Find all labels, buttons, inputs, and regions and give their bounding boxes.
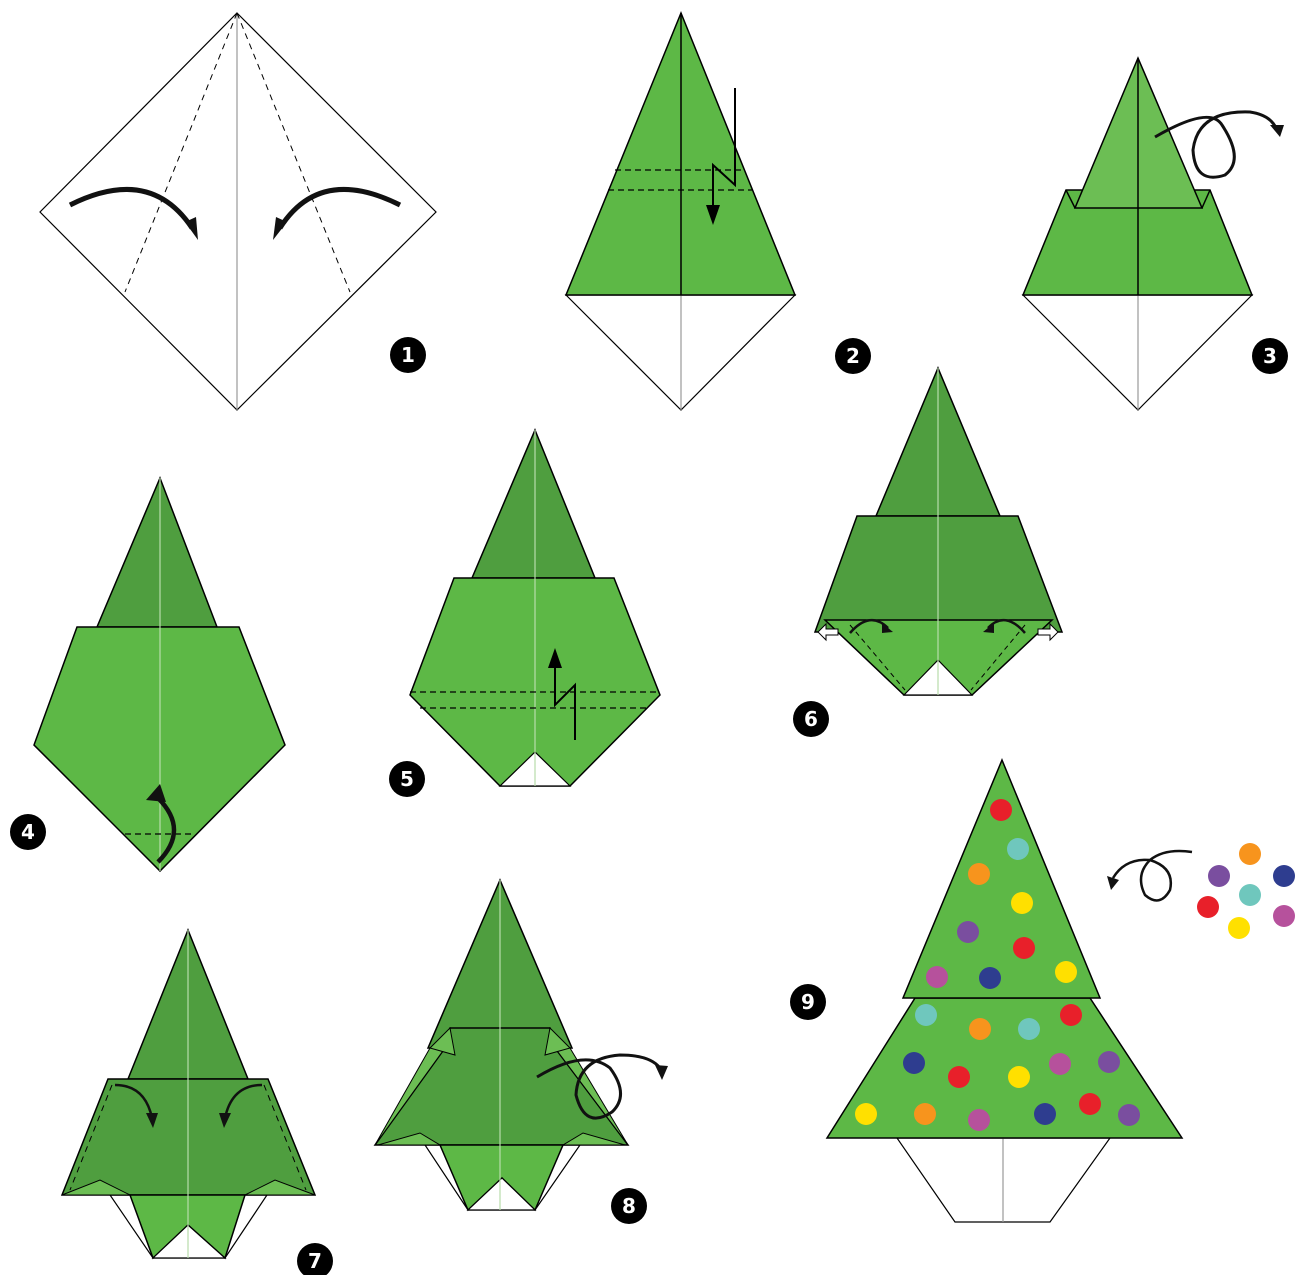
ornament-dot: [1228, 917, 1250, 939]
ornament-dot: [969, 1018, 991, 1040]
ornament-dot: [855, 1103, 877, 1125]
ornament-dot: [1018, 1018, 1040, 1040]
ornament-dot: [968, 863, 990, 885]
step-2-figure: [566, 13, 795, 410]
ornament-dot: [1007, 838, 1029, 860]
ornament-dot: [914, 1103, 936, 1125]
ornament-dot: [979, 967, 1001, 989]
step-number: 9: [801, 990, 815, 1014]
step-8-figure: [375, 880, 668, 1210]
step-7-figure: [62, 930, 315, 1258]
ornament-dot: [957, 921, 979, 943]
step-3-figure: [1023, 58, 1284, 410]
ornament-dot: [1034, 1103, 1056, 1125]
ornament-dot: [1098, 1051, 1120, 1073]
ornament-dot: [926, 966, 948, 988]
step-1-badge: 1: [390, 337, 426, 373]
step-4-badge: 4: [10, 814, 46, 850]
step-7-badge: 7: [297, 1243, 333, 1275]
step-number: 8: [622, 1194, 636, 1218]
step-number: 1: [401, 343, 415, 367]
ornament-dot: [1049, 1053, 1071, 1075]
ornament-dot: [1239, 884, 1261, 906]
step-8-badge: 8: [611, 1188, 647, 1224]
ornament-dot: [1208, 865, 1230, 887]
step-number: 4: [21, 820, 35, 844]
step-6-badge: 6: [793, 701, 829, 737]
ornament-dot: [990, 799, 1012, 821]
ornament-dot: [1273, 865, 1295, 887]
step-5-badge: 5: [389, 761, 425, 797]
step-4-figure: [34, 478, 285, 871]
step-number: 5: [400, 767, 414, 791]
loose-ornaments: [1197, 843, 1295, 939]
step-5-figure: [410, 430, 660, 786]
step-2-badge: 2: [835, 338, 871, 374]
step-number: 6: [804, 707, 818, 731]
ornament-dot: [1055, 961, 1077, 983]
ornament-dot: [903, 1052, 925, 1074]
ornament-dot: [948, 1066, 970, 1088]
ornament-dot: [1013, 937, 1035, 959]
turn-over-arrow-icon: [1113, 851, 1192, 900]
step-number: 2: [846, 344, 860, 368]
ornament-dot: [1060, 1004, 1082, 1026]
step-9-badge: 9: [790, 984, 826, 1020]
step-1-figure: [40, 13, 436, 410]
ornament-dot: [1118, 1104, 1140, 1126]
ornament-dot: [1239, 843, 1261, 865]
step-number: 7: [308, 1249, 322, 1273]
ornament-dot: [1079, 1093, 1101, 1115]
ornament-dot: [1008, 1066, 1030, 1088]
step-9-figure: [827, 760, 1295, 1222]
ornament-dot: [915, 1004, 937, 1026]
ornament-dot: [1197, 896, 1219, 918]
step-3-badge: 3: [1252, 338, 1288, 374]
step-number: 3: [1263, 344, 1277, 368]
ornament-dot: [1273, 905, 1295, 927]
ornament-dot: [1011, 892, 1033, 914]
step-6-figure: [815, 368, 1062, 695]
ornament-dot: [968, 1109, 990, 1131]
